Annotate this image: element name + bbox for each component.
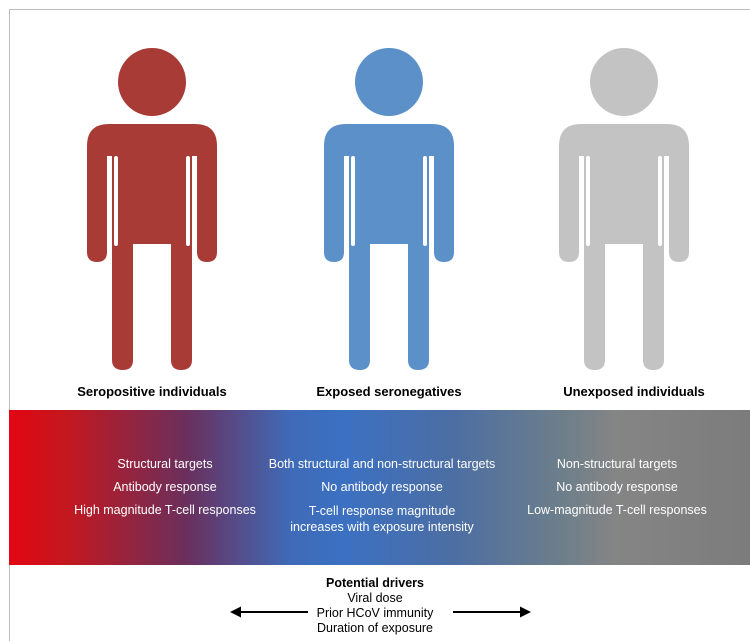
unexposed-person-icon <box>559 48 689 370</box>
feature-line: Antibody response <box>113 480 217 494</box>
potential-drivers: Potential drivers Viral dose Prior HCoV … <box>270 576 480 636</box>
unexposed-label: Unexposed individuals <box>563 384 705 399</box>
feature-line: Structural targets <box>117 457 213 471</box>
drivers-title: Potential drivers <box>326 576 424 590</box>
seropositive-features: Structural targets Antibody response Hig… <box>50 453 280 522</box>
driver-item: Viral dose <box>347 591 403 605</box>
feature-line: T-cell response magnitude <box>308 504 456 518</box>
feature-line: High magnitude T-cell responses <box>74 503 256 517</box>
figure-frame <box>9 9 750 641</box>
exposed-seronegative-features: Both structural and non-structural targe… <box>254 453 510 535</box>
feature-line: No antibody response <box>321 480 443 494</box>
seropositive-label: Seropositive individuals <box>77 384 227 399</box>
feature-line: Low-magnitude T-cell responses <box>527 503 707 517</box>
unexposed-features: Non-structural targets No antibody respo… <box>506 453 728 522</box>
driver-item: Prior HCoV immunity <box>316 606 434 620</box>
gradient-band <box>9 410 750 565</box>
seropositive-person-icon <box>87 48 217 370</box>
feature-line: No antibody response <box>556 480 678 494</box>
feature-line: Both structural and non-structural targe… <box>268 457 496 471</box>
feature-line: increases with exposure intensity <box>290 520 474 534</box>
exposed-seronegative-person-icon <box>324 48 454 370</box>
right-arrow-icon <box>453 605 531 623</box>
driver-item: Duration of exposure <box>316 621 434 635</box>
feature-line: Non-structural targets <box>556 457 678 471</box>
exposed-seronegatives-label: Exposed seronegatives <box>316 384 462 399</box>
left-arrow-icon <box>230 605 308 623</box>
